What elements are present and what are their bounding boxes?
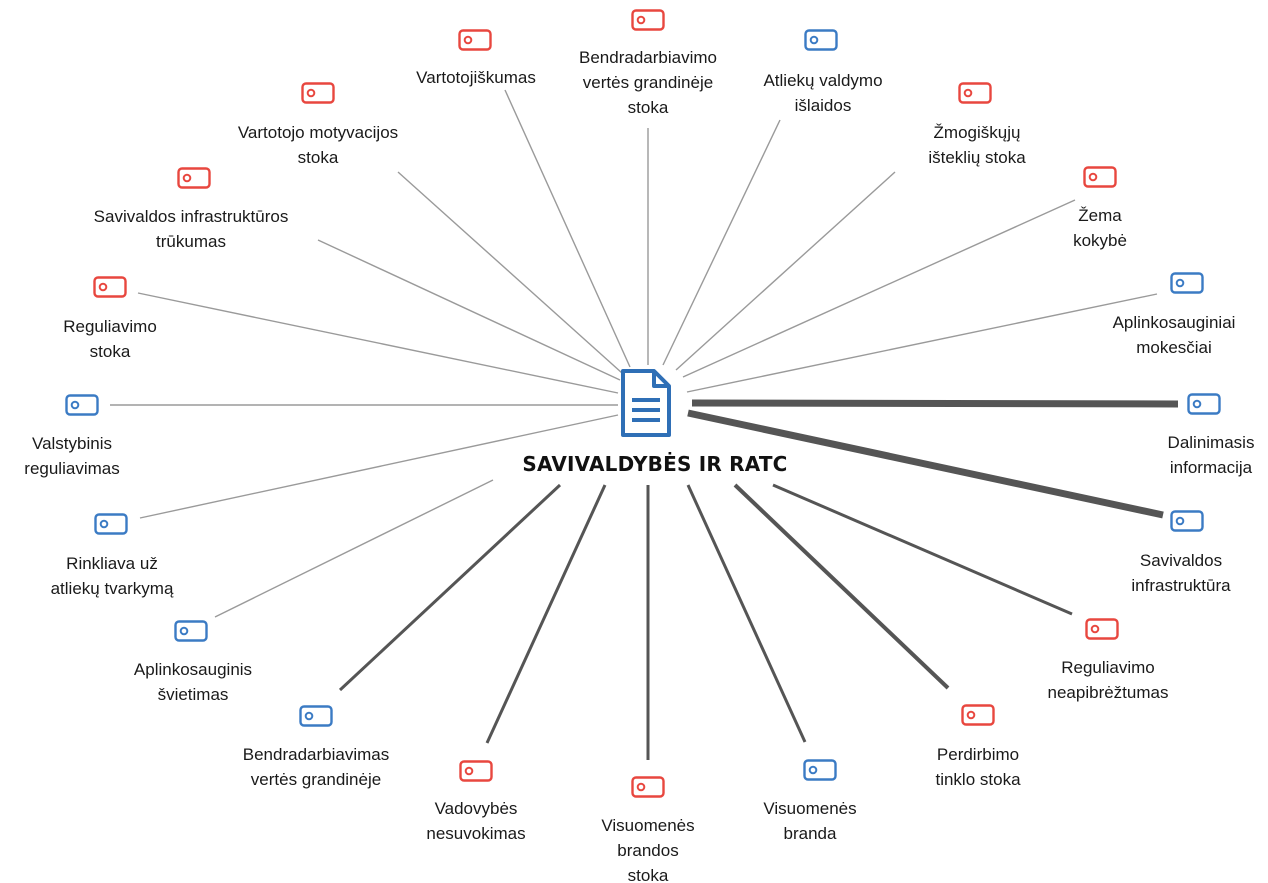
positive-code-icon[interactable] bbox=[804, 29, 838, 51]
edge-atlieku-valdymo-islaidos bbox=[662, 119, 781, 366]
edge-vartotojo-motyvacijos-stoka bbox=[397, 171, 623, 374]
positive-code-icon[interactable] bbox=[1170, 272, 1204, 294]
node-label-bendradarbiavimo-stoka[interactable]: Bendradarbiavimo vertės grandinėje stoka bbox=[579, 48, 717, 117]
edge-reguliavimo-stoka bbox=[137, 292, 619, 394]
node-label-vartotojiskumas[interactable]: Vartotojiškumas bbox=[416, 68, 536, 87]
node-label-atlieku-valdymo-islaidos[interactable]: Atliekų valdymo išlaidos bbox=[763, 71, 883, 115]
positive-code-icon[interactable] bbox=[299, 705, 333, 727]
negative-code-icon[interactable] bbox=[631, 9, 665, 31]
edge-zema-kokybe bbox=[682, 199, 1076, 378]
positive-code-icon[interactable] bbox=[1170, 510, 1204, 532]
hub-title: SAVIVALDYBĖS IR RATC bbox=[522, 452, 788, 476]
node-label-aplinkosauginis-svietimas[interactable]: Aplinkosauginis švietimas bbox=[133, 660, 253, 704]
edge-vartotojiskumas bbox=[504, 89, 631, 368]
negative-code-icon[interactable] bbox=[459, 760, 493, 782]
node-label-reguliavimo-neapibreztumas[interactable]: Reguliavimo neapibrėžtumas bbox=[1047, 658, 1169, 702]
node-label-visuomenes-branda[interactable]: Visuomenės branda bbox=[763, 799, 857, 843]
negative-code-icon[interactable] bbox=[93, 276, 127, 298]
edge-rinkliava bbox=[139, 414, 619, 519]
positive-code-icon[interactable] bbox=[174, 620, 208, 642]
negative-code-icon[interactable] bbox=[631, 776, 665, 798]
negative-code-icon[interactable] bbox=[177, 167, 211, 189]
node-label-reguliavimo-stoka[interactable]: Reguliavimo stoka bbox=[63, 317, 157, 361]
node-label-visuomenes-brandos-stoka[interactable]: Visuomenės brandos stoka bbox=[601, 816, 695, 883]
node-label-valstybinis-reguliavimas[interactable]: Valstybinis reguliavimas bbox=[24, 434, 120, 478]
positive-code-icon[interactable] bbox=[94, 513, 128, 535]
negative-code-icon[interactable] bbox=[961, 704, 995, 726]
edge-savivaldos-infrastrukturos-trukumas bbox=[317, 239, 621, 381]
edge-bendradarbiavimas bbox=[338, 483, 562, 692]
node-label-savivaldos-infrastrukturos-trukumas[interactable]: Savivaldos infrastruktūros trūkumas bbox=[93, 207, 289, 251]
edge-visuomenes-branda bbox=[686, 484, 807, 743]
edge-vadovybes-nesuvokimas bbox=[485, 484, 607, 744]
document-icon bbox=[621, 369, 671, 437]
node-label-vartotojo-motyvacijos-stoka[interactable]: Vartotojo motyvacijos stoka bbox=[237, 123, 399, 167]
node-label-zmogiskuju-istekliu-stoka[interactable]: Žmogiškųjų išteklių stoka bbox=[928, 123, 1026, 167]
node-label-vadovybes-nesuvokimas[interactable]: Vadovybės nesuvokimas bbox=[426, 799, 526, 843]
positive-code-icon[interactable] bbox=[1187, 393, 1221, 415]
edge-dalinimasis-informacija bbox=[691, 399, 1179, 408]
negative-code-icon[interactable] bbox=[1085, 618, 1119, 640]
positive-code-icon[interactable] bbox=[65, 394, 99, 416]
edge-savivaldos-infrastruktura bbox=[687, 409, 1164, 519]
node-label-savivaldos-infrastruktura[interactable]: Savivaldos infrastruktūra bbox=[1131, 551, 1231, 595]
node-label-zema-kokybe[interactable]: Žema kokybė bbox=[1073, 206, 1127, 250]
edge-perdirbimo-tinklo-stoka bbox=[733, 483, 950, 690]
node-label-bendradarbiavimas[interactable]: Bendradarbiavimas vertės grandinėje bbox=[242, 745, 390, 789]
node-label-dalinimasis-informacija[interactable]: Dalinimasis informacija bbox=[1167, 433, 1255, 477]
node-label-rinkliava[interactable]: Rinkliava už atliekų tvarkymą bbox=[50, 554, 174, 598]
edge-reguliavimo-neapibreztumas bbox=[772, 483, 1073, 616]
node-label-aplinkosauginiai-mokesciai[interactable]: Aplinkosauginiai mokesčiai bbox=[1112, 313, 1236, 357]
negative-code-icon[interactable] bbox=[301, 82, 335, 104]
negative-code-icon[interactable] bbox=[958, 82, 992, 104]
edge-zmogiskuju-istekliu-stoka bbox=[675, 171, 896, 371]
positive-code-icon[interactable] bbox=[803, 759, 837, 781]
negative-code-icon[interactable] bbox=[458, 29, 492, 51]
edge-aplinkosauginiai-mokesciai bbox=[686, 293, 1158, 393]
edge-aplinkosauginis-svietimas bbox=[214, 479, 494, 618]
node-label-perdirbimo-tinklo-stoka[interactable]: Perdirbimo tinklo stoka bbox=[935, 745, 1021, 789]
negative-code-icon[interactable] bbox=[1083, 166, 1117, 188]
